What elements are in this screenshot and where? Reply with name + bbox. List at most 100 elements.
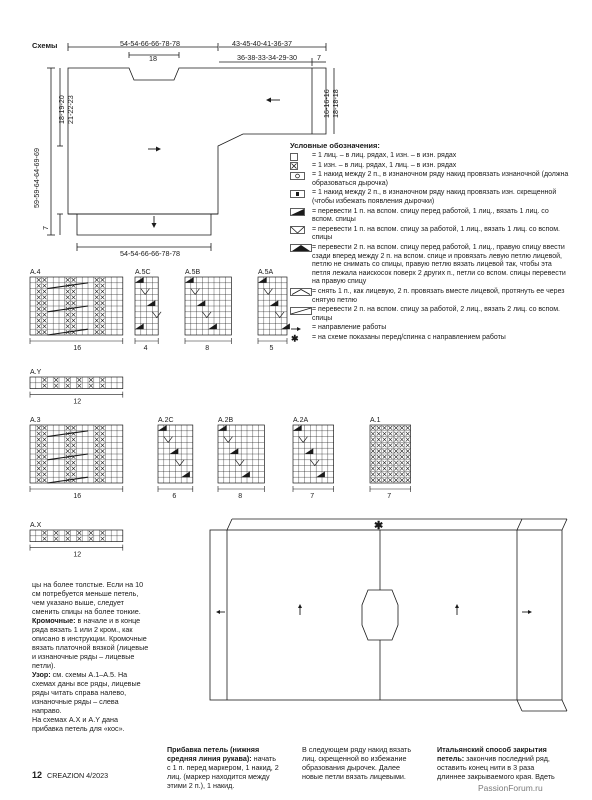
- three-stitch-cross-icon: [290, 244, 312, 253]
- sleeve-height-a: 16-16-16: [322, 89, 331, 118]
- legend-text: = направление работы: [312, 324, 387, 332]
- text-column-1: цы на более толстые. Если на 10 см потре…: [32, 580, 150, 733]
- legend-title: Условные обозначения:: [290, 141, 380, 150]
- kromochnye-text: в начале и в конце ряда вязать 1 или 2 к…: [32, 616, 149, 670]
- chart-width: 5: [270, 345, 274, 352]
- legend-item: = перевести 1 п. на вспом. спицу за рабо…: [290, 226, 570, 243]
- legend-text: = перевести 2 п. на вспом. спицу перед р…: [312, 243, 566, 286]
- chart-width: 16: [73, 345, 81, 352]
- legend-item: ✱ = на схеме показаны перед/спинка с нап…: [290, 334, 570, 343]
- chart-name: A.5A: [258, 269, 274, 276]
- chart-name: A.5B: [185, 269, 201, 276]
- legend-text: = 1 изн. – в лиц. рядах, 1 лиц. – в изн.…: [312, 161, 457, 169]
- text-column-2: Прибавка петель (нижняя средняя линия ру…: [167, 745, 279, 790]
- chart-a-4: A.4 16: [29, 269, 124, 352]
- chart-a-2a: A.2A 7: [292, 417, 334, 500]
- rib-height-label: 7: [41, 226, 50, 230]
- chart-name: A.X: [30, 522, 42, 529]
- chart-width: 8: [238, 493, 242, 500]
- chart-a-5b: A.5B 8: [184, 269, 232, 352]
- chart-width: 12: [73, 552, 81, 559]
- italian-bindoff-heading: Итальянский способ закрытия петель:: [437, 745, 547, 763]
- legend-text: = на схеме показаны перед/спинка с напра…: [312, 333, 506, 341]
- legend-item: = 1 накид между 2 п., в изнаночном ряду …: [290, 171, 570, 188]
- chart-a-3: A.3 16: [29, 417, 124, 500]
- chart-name: A.4: [30, 269, 41, 276]
- page-number: 12: [32, 770, 43, 780]
- cross-left-icon: [290, 208, 305, 216]
- star-marker-icon: ✱: [374, 520, 383, 532]
- chart-width: 12: [73, 399, 81, 406]
- bottom-width-label: 54-54-66-66-78-78: [120, 249, 180, 258]
- panel-schematic: ✱: [209, 518, 568, 712]
- star-icon: ✱: [291, 334, 299, 342]
- chart-name: A.2B: [218, 417, 234, 424]
- paragraph: цы на более толстые. Если на 10 см потре…: [32, 580, 144, 616]
- italian-bindoff-text: закончив последний ряд, оставить конец н…: [437, 754, 555, 781]
- legend-item: = перевести 2 п. на вспом. спицу перед р…: [290, 244, 570, 287]
- cross-right-icon: [290, 226, 305, 235]
- chart-name: A.2C: [158, 417, 174, 424]
- legend-item: = 1 лиц. – в лиц. рядах, 1 изн. – в изн.…: [290, 152, 570, 161]
- chart-name: A.Y: [30, 369, 42, 376]
- chart-a-5a: A.5A 5: [257, 269, 290, 352]
- chart-a-x: A.X 12: [29, 522, 124, 559]
- increase-heading: Прибавка петель (нижняя средняя линия ру…: [167, 745, 260, 763]
- svg-text:✱: ✱: [291, 334, 299, 342]
- sleeve-top-label: 43-45-40-41-36-37: [232, 39, 292, 48]
- chart-name: A.5C: [135, 269, 151, 276]
- neck-width-label: 18: [149, 54, 157, 63]
- chart-name: A.1: [370, 417, 381, 424]
- neck-depth-a: 18-19-20: [57, 95, 66, 124]
- sleeve-end-label: 7: [317, 53, 321, 62]
- chart-name: A.3: [30, 417, 41, 424]
- section-title: Схемы: [32, 41, 58, 50]
- chart-name: A.2A: [293, 417, 309, 424]
- sleeve-height-b: 18-18-18: [331, 89, 338, 118]
- legend-text: = 1 накид между 2 п., в изнаночном ряду …: [312, 171, 569, 187]
- paragraph: На схемах A.X и A.Y дана прибавка петель…: [32, 715, 125, 733]
- four-stitch-cable-icon: [290, 306, 312, 315]
- chart-width: 8: [205, 345, 209, 352]
- chart-a-1: A.1 7: [369, 417, 411, 500]
- legend-text: = 1 накид между 2 п., в изнаночном ряду …: [312, 189, 557, 205]
- magazine-name: CREAZION 4/2023: [47, 771, 109, 780]
- text-column-3: В следующем ряду накид вязать лиц. скрещ…: [302, 745, 412, 781]
- legend-item: = перевести 2 п. на вспом. спицу за рабо…: [290, 306, 570, 323]
- paragraph: В следующем ряду накид вязать лиц. скрещ…: [302, 745, 412, 781]
- chart-width: 6: [172, 493, 176, 500]
- legend-text: = 1 лиц. – в лиц. рядах, 1 изн. – в изн.…: [312, 152, 457, 159]
- increase-text: начать с 1 п. перед маркером, 1 накид, 2…: [167, 754, 279, 790]
- yarn-over-twisted-icon: [290, 190, 305, 198]
- legend-text: = перевести 2 п. на вспом. спицу за рабо…: [312, 306, 560, 322]
- legend-item: = 1 изн. – в лиц. рядах, 1 лиц. – в изн.…: [290, 162, 570, 171]
- uzor-text: см. схемы A.1–A.5. На схемах даны все ря…: [32, 670, 141, 715]
- kromochnye-heading: Кромочные:: [32, 616, 76, 625]
- sweater-schematic: 54-54-66-66-78-78 18 43-45-40-41-36-37 3…: [32, 39, 338, 258]
- legend: Условные обозначения: = 1 лиц. – в лиц. …: [290, 141, 570, 343]
- legend-text: = перевести 1 п. на вспом. спицу перед р…: [312, 207, 549, 224]
- chart-width: 7: [310, 493, 314, 500]
- knitting-charts: A.416A.5C4A.5B8A.5A5A.Y12A.316A.2C6A.2B8…: [29, 269, 411, 559]
- legend-text: = перевести 1 п. на вспом. спицу за рабо…: [312, 225, 560, 242]
- arrow-right-icon: [291, 326, 301, 331]
- chart-a-y: A.Y 12: [29, 369, 124, 406]
- sleeve-sub-label: 36-38-33-34-29-30: [237, 53, 297, 62]
- chart-width: 4: [144, 345, 148, 352]
- uzor-heading: Узор:: [32, 670, 51, 679]
- top-width-label: 54-54-66-66-78-78: [120, 39, 180, 48]
- chart-a-5c: A.5C 4: [134, 269, 162, 352]
- legend-item: = направление работы: [290, 324, 570, 333]
- body-height-label: 59-59-64-64-69-69: [32, 148, 41, 208]
- purl-cross-icon: [290, 162, 298, 170]
- legend-item: = перевести 1 п. на вспом. спицу перед р…: [290, 208, 570, 225]
- chart-a-2b: A.2B 8: [217, 417, 265, 500]
- chart-width: 16: [73, 493, 81, 500]
- yarn-over-circle-icon: [290, 171, 305, 180]
- decrease-icon: [290, 288, 312, 297]
- knit-square-icon: [290, 152, 298, 161]
- legend-item: = снять 1 п., как лицевую, 2 п. провязат…: [290, 288, 570, 305]
- neck-depth-b: 21-22-23: [66, 95, 75, 124]
- chart-width: 7: [387, 493, 391, 500]
- watermark: PassionForum.ru: [478, 783, 543, 793]
